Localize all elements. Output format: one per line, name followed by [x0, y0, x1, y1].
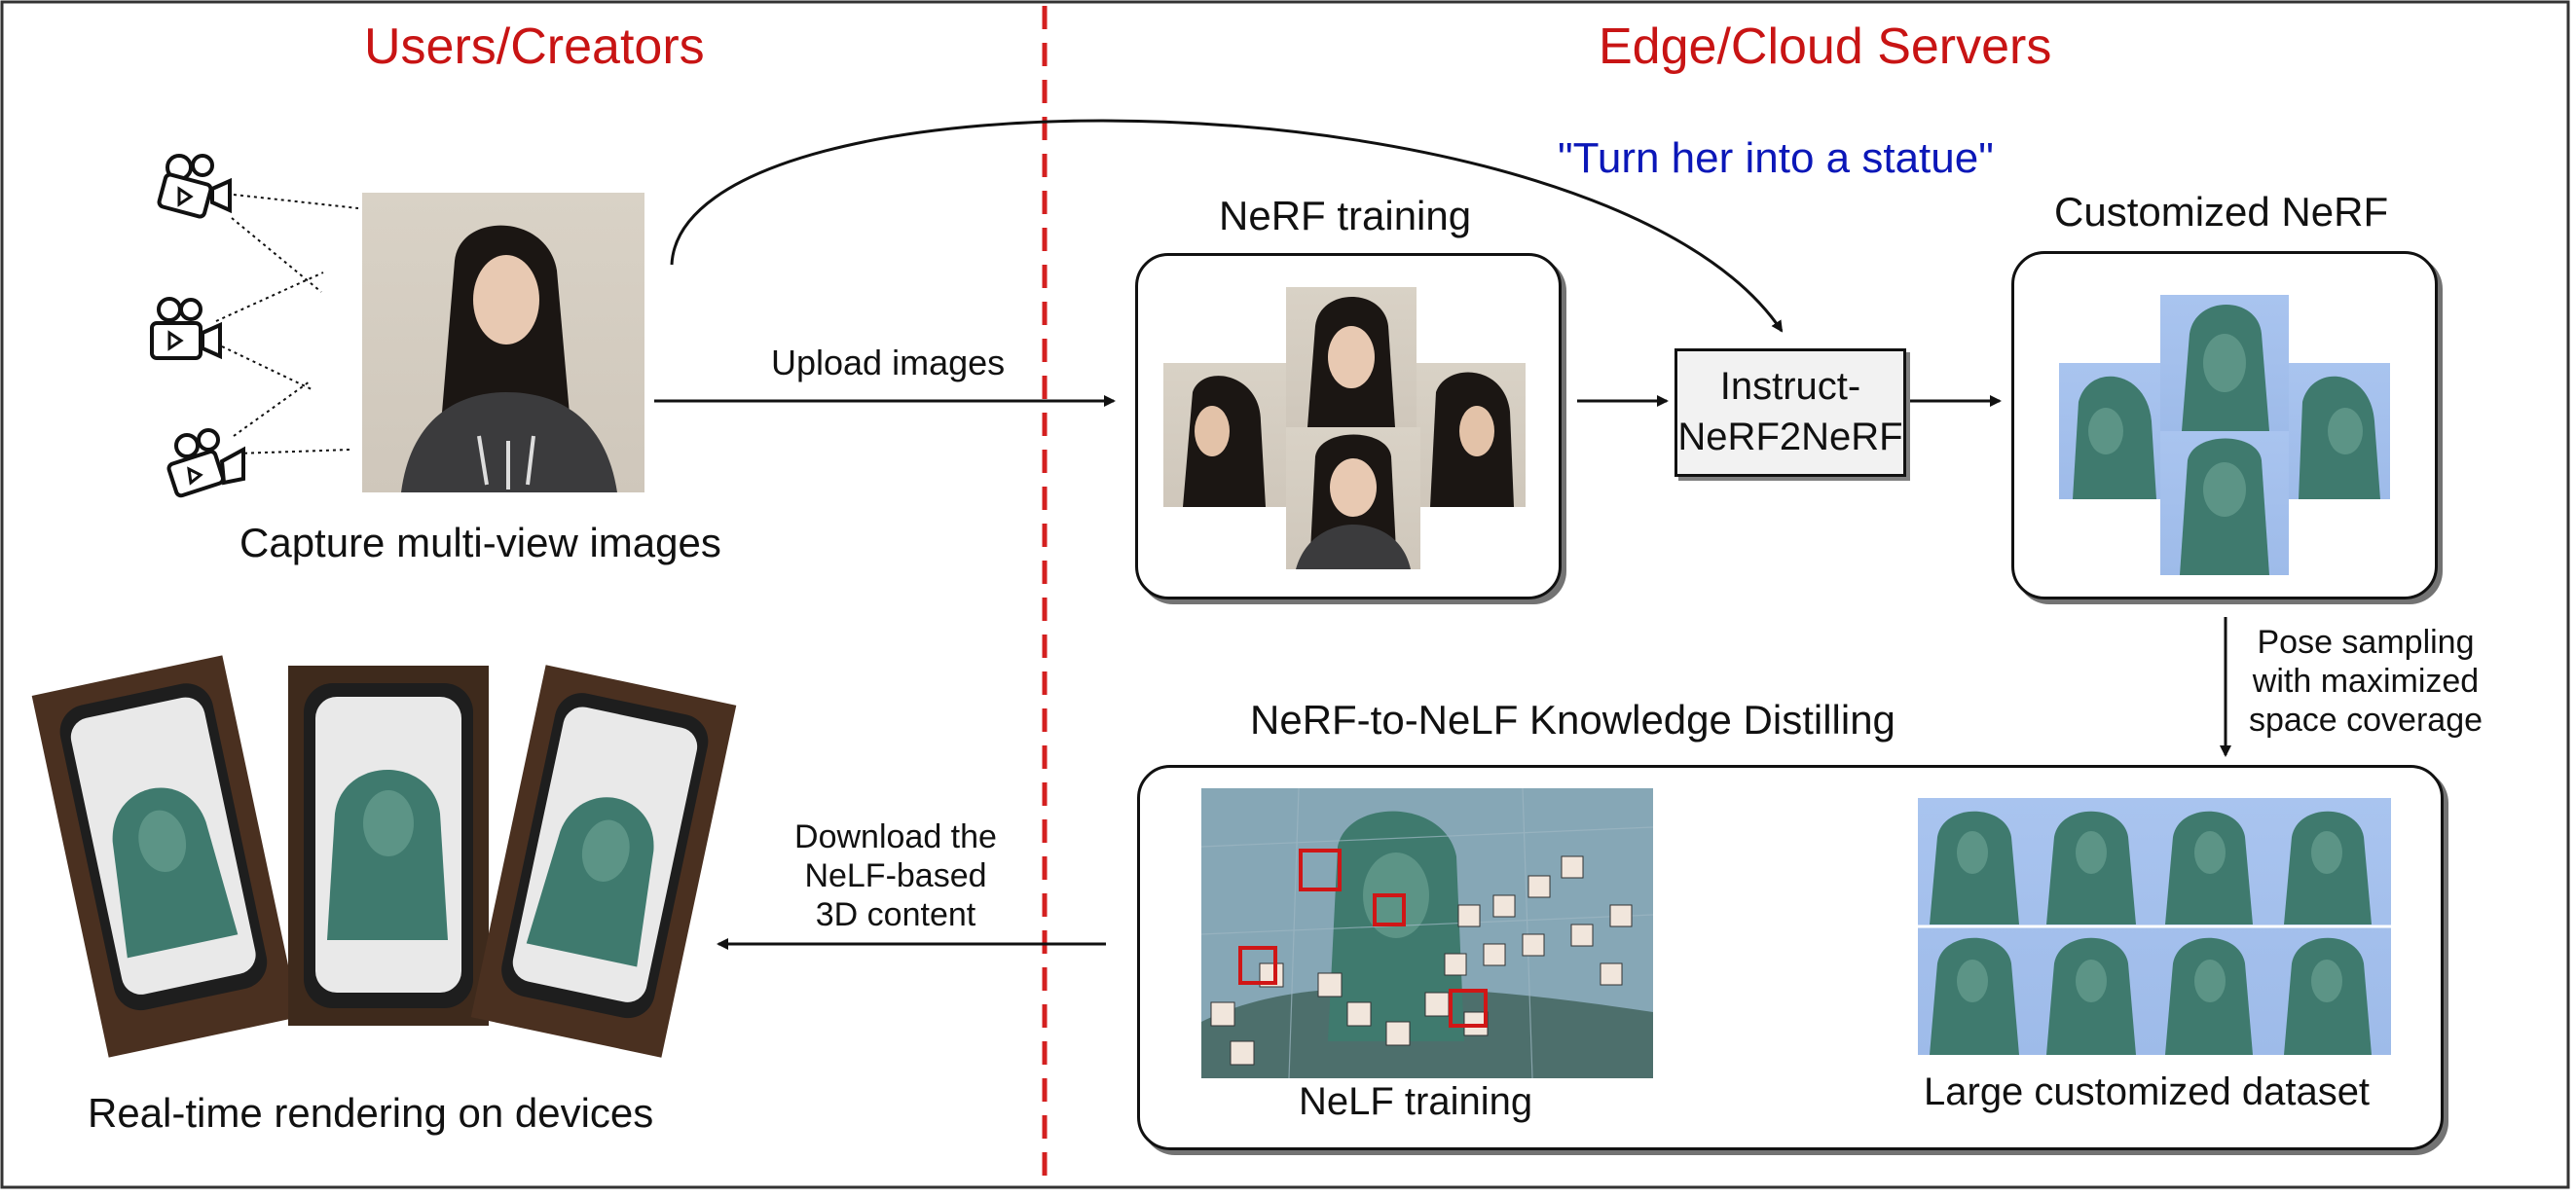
phone-center	[288, 666, 489, 1026]
view-photo-left	[1163, 363, 1286, 507]
label-customized-nerf: Customized NeRF	[2054, 189, 2389, 235]
phone-display	[67, 693, 260, 998]
camera-icon	[166, 428, 245, 498]
statue-view-left	[2059, 363, 2166, 499]
nerf-training-panel	[1135, 253, 1562, 599]
header-users-creators: Users/Creators	[364, 18, 705, 75]
phone-display	[509, 703, 701, 1006]
prompt-text: "Turn her into a statue"	[1558, 134, 1994, 182]
label-large-customized-dataset: Large customized dataset	[1924, 1070, 2371, 1113]
prompt-curve-arrow	[670, 119, 1784, 333]
label-capture-multi-view-images: Capture multi-view images	[239, 520, 721, 565]
download-line-2: NeLF-based	[804, 857, 987, 894]
phone-display	[315, 697, 461, 993]
pose-line-1: Pose sampling	[2257, 624, 2475, 661]
phone-screen	[55, 678, 273, 1016]
label-nelf-training: NeLF training	[1299, 1080, 1533, 1123]
view-photo-bottom	[1286, 427, 1420, 569]
view-photo-top	[1286, 287, 1417, 427]
phone-right	[470, 665, 737, 1058]
phone-left	[31, 655, 300, 1058]
header-edge-cloud-servers: Edge/Cloud Servers	[1599, 18, 2052, 75]
instruct-line-2: NeRF2NeRF	[1677, 416, 1903, 458]
camera-icon	[157, 154, 232, 219]
label-knowledge-distilling: NeRF-to-NeLF Knowledge Distilling	[1250, 697, 1895, 743]
statue-view-top	[2160, 295, 2289, 431]
pose-line-3: space coverage	[2248, 702, 2484, 739]
nelf-training-image	[1201, 788, 1653, 1078]
instruct-line-1: Instruct-	[1719, 365, 1861, 408]
statue-view-bottom	[2160, 431, 2289, 575]
statue-view-right	[2289, 363, 2390, 499]
phone-screen	[496, 687, 714, 1024]
instruct-nerf2nerf-box: Instruct- NeRF2NeRF	[1674, 348, 1906, 477]
camera-rays	[215, 194, 359, 454]
large-dataset-grid	[1918, 798, 2391, 1055]
label-upload-images: Upload images	[771, 343, 1006, 382]
phone-screen	[304, 683, 473, 1008]
view-photo-right	[1417, 363, 1526, 507]
label-nerf-training: NeRF training	[1219, 193, 1472, 238]
download-line-3: 3D content	[815, 896, 976, 933]
camera-icon	[150, 297, 222, 360]
customized-nerf-panel	[2011, 251, 2438, 599]
pose-line-2: with maximized	[2252, 663, 2480, 700]
label-download: Download the NeLF-based 3D content	[769, 817, 1022, 934]
label-pose-sampling: Pose sampling with maximized space cover…	[2239, 623, 2492, 740]
captured-portrait-photo	[362, 193, 644, 492]
label-real-time-rendering: Real-time rendering on devices	[88, 1090, 654, 1136]
download-line-1: Download the	[794, 818, 997, 855]
